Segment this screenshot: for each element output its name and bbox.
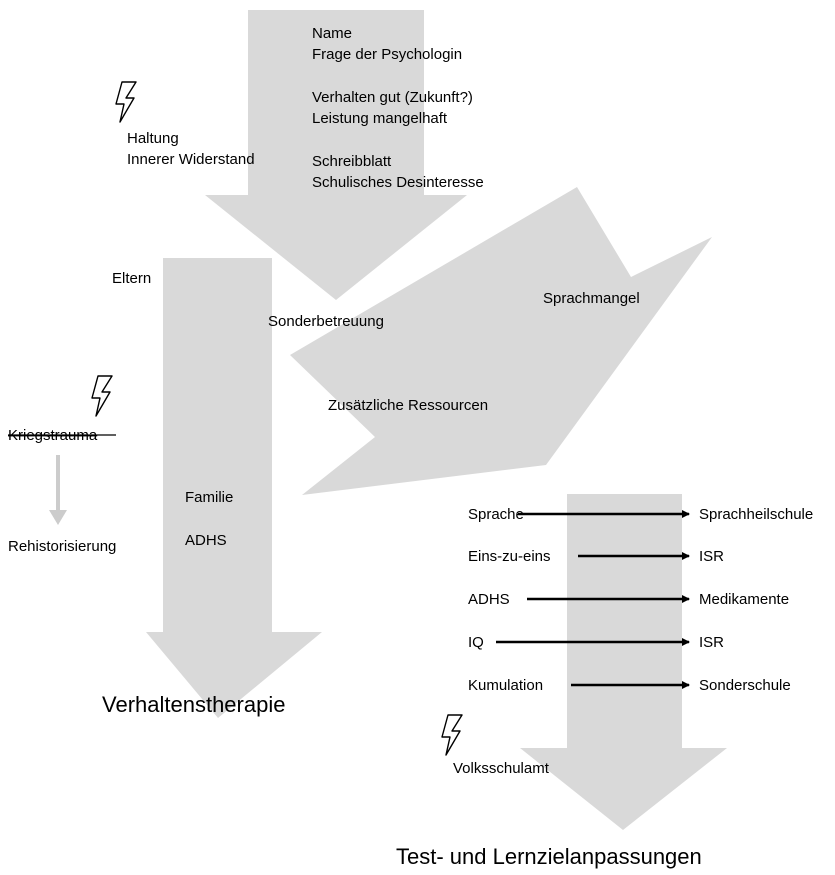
diagonal-label: Sonderbetreuung <box>268 313 384 330</box>
volksschulamt-label: Volksschulamt <box>453 760 550 777</box>
diagonal-label: Zusätzliche Ressourcen <box>328 397 488 414</box>
left-inner-label: ADHS <box>185 532 227 549</box>
rehistorisierung-arrow <box>49 455 67 525</box>
mapping-row: ADHS Medikamente <box>468 591 789 608</box>
rehistorisierung-label: Rehistorisierung <box>8 538 116 555</box>
mapping-row: Sprache Sprachheilschule <box>468 506 813 523</box>
mapping-target: Sonderschule <box>699 677 791 694</box>
lightning-icon <box>441 714 463 756</box>
top-line: Leistung mangelhaft <box>312 110 448 127</box>
mapping-source: Eins-zu-eins <box>468 548 551 565</box>
top-line: Schulisches Desinteresse <box>312 174 484 191</box>
top-line: Name <box>312 25 352 42</box>
top-line: Frage der Psychologin <box>312 46 462 63</box>
eltern-label: Eltern <box>112 270 151 287</box>
mapping-target: ISR <box>699 548 724 565</box>
mapping-target: Sprachheilschule <box>699 506 813 523</box>
lightning-icon <box>91 375 113 417</box>
diagonal-label: Sprachmangel <box>543 290 640 307</box>
right-down-arrow <box>520 494 727 830</box>
verhaltenstherapie-label: Verhaltenstherapie <box>102 692 285 717</box>
top-left-label: Innerer Widerstand <box>127 151 255 168</box>
left-down-arrow <box>146 258 322 718</box>
mapping-source: Sprache <box>468 506 524 523</box>
mapping-row: Eins-zu-eins ISR <box>468 548 724 565</box>
mapping-target: Medikamente <box>699 591 789 608</box>
mapping-row: IQ ISR <box>468 634 724 651</box>
mapping-source: Kumulation <box>468 677 543 694</box>
mapping-target: ISR <box>699 634 724 651</box>
diagonal-arrow <box>290 187 712 495</box>
left-inner-label: Familie <box>185 489 233 506</box>
mapping-source: ADHS <box>468 591 510 608</box>
top-line: Verhalten gut (Zukunft?) <box>312 89 473 106</box>
top-down-arrow <box>205 10 467 300</box>
lightning-icon <box>115 81 137 123</box>
mapping-source: IQ <box>468 634 484 651</box>
mapping-row: Kumulation Sonderschule <box>468 677 791 694</box>
top-line: Schreibblatt <box>312 153 392 170</box>
test-lernziel-label: Test- und Lernzielanpassungen <box>396 844 702 869</box>
top-left-label: Haltung <box>127 130 179 147</box>
